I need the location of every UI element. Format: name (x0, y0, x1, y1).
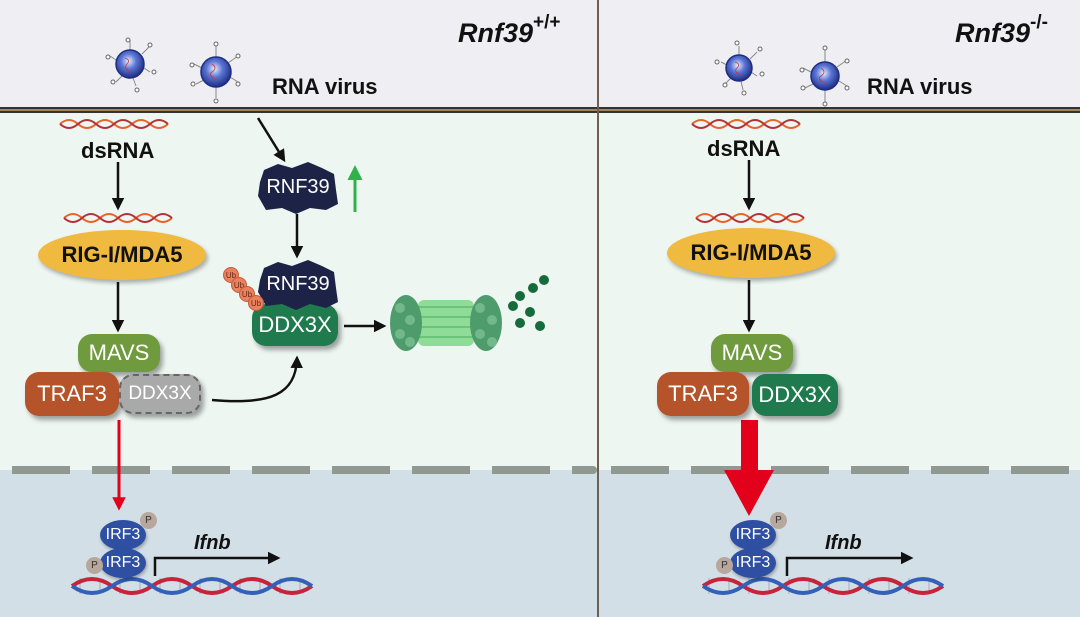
phosphate-icon: P (770, 512, 787, 529)
rig-i-mda5-receptor: RIG-I/MDA5 (667, 228, 835, 278)
ifnb-gene-label: Ifnb (194, 532, 231, 554)
pathway-arrows (59, 117, 549, 511)
ubiquitin-icon: Ub (248, 295, 264, 311)
dsrna-helix-icon (691, 119, 801, 129)
virus-icon (714, 40, 765, 96)
dsrna-helix-icon (63, 213, 173, 223)
irf3-protein: IRF3 (730, 548, 776, 578)
ddx3x-degraded-protein: DDX3X (119, 374, 201, 414)
degraded-fragments-icon (508, 275, 549, 331)
pathway-arrows (691, 119, 945, 595)
extracellular-space (599, 0, 1080, 107)
dna-helix-icon (701, 577, 945, 595)
genotype-title: Rnf39-/- (955, 12, 1048, 48)
dsrna-label: dsRNA (707, 136, 781, 161)
extracellular-space (0, 0, 597, 107)
virus-icon (189, 41, 241, 104)
panel-knockout: Rnf39-/- RNA virus (599, 0, 1080, 617)
cell-membrane (0, 107, 597, 113)
dsrna-label: dsRNA (81, 138, 155, 163)
irf3-protein: IRF3 (100, 520, 146, 550)
phosphate-icon: P (140, 512, 157, 529)
ddx3x-protein: DDX3X (752, 374, 838, 416)
dna-and-promoter (70, 551, 314, 595)
ifnb-gene-label: Ifnb (825, 532, 862, 554)
panel-divider (597, 0, 600, 617)
cell-membrane (599, 107, 1080, 113)
virus-particles (105, 37, 241, 104)
irf3-protein: IRF3 (730, 520, 776, 550)
rig-i-mda5-receptor: RIG-I/MDA5 (38, 230, 206, 280)
rnf39-protein: RNF39 (256, 160, 340, 214)
virus-icon (105, 37, 157, 93)
panel-wildtype: Rnf39+/+ RNA virus (0, 0, 597, 617)
nuclear-membrane (599, 466, 1080, 474)
phosphate-icon: P (86, 557, 103, 574)
virus-particles (714, 40, 850, 107)
mavs-protein: MAVS (711, 334, 793, 372)
genotype-title: Rnf39+/+ (458, 12, 561, 48)
transcription-start-arrow (785, 551, 914, 576)
dsrna-helix-icon (59, 119, 169, 129)
ddx3x-bound-protein: DDX3X (252, 304, 338, 346)
arrow-virus-to-rnf39 (256, 117, 286, 163)
virus-label: RNA virus (272, 74, 378, 99)
traf3-protein: TRAF3 (25, 372, 119, 416)
proteasome-icon (390, 295, 502, 351)
dna-helix-icon (70, 577, 314, 595)
rnf39-blob-shape (258, 260, 338, 310)
transcription-start-arrow (153, 551, 281, 576)
nuclear-membrane (0, 466, 597, 474)
virus-label: RNA virus (867, 74, 973, 99)
arrow-ddx3x-to-rnf39 (211, 355, 303, 403)
phosphate-icon: P (716, 557, 733, 574)
rnf39-blob-shape (258, 162, 338, 214)
signal-arrow-strong (724, 420, 774, 516)
traf3-protein: TRAF3 (657, 372, 749, 416)
rnf39-bound-protein: RNF39 (256, 258, 340, 310)
mavs-protein: MAVS (78, 334, 160, 372)
virus-icon (799, 45, 850, 107)
dsrna-helix-icon (695, 213, 805, 223)
irf3-protein: IRF3 (100, 548, 146, 578)
